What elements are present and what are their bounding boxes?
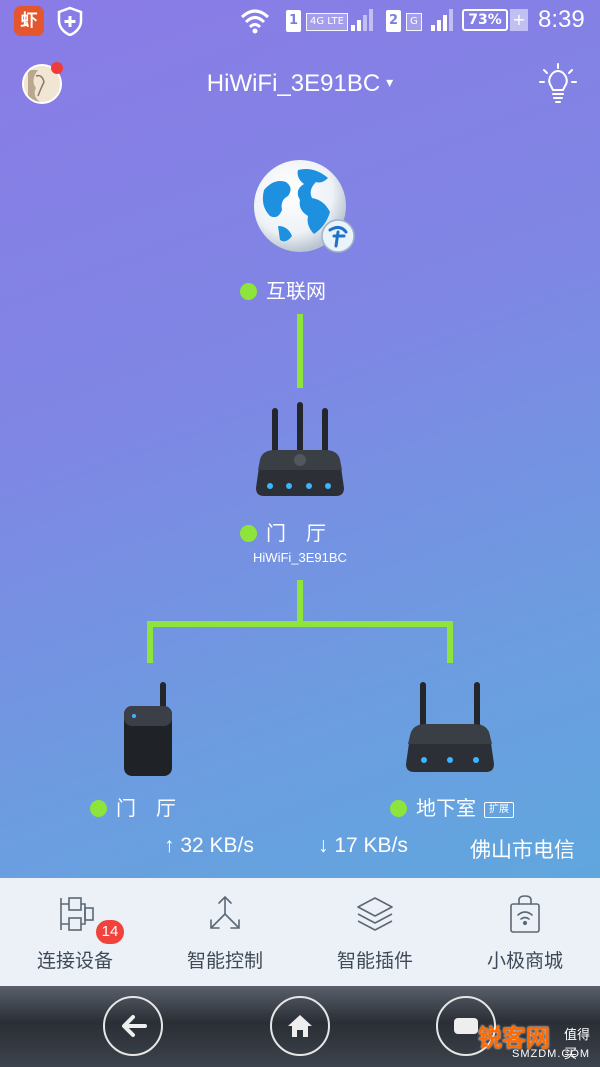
- status-dot: [90, 800, 107, 817]
- app-notification-icon: 虾: [14, 6, 44, 36]
- status-bar: 虾 1 4G LTE 2 G 73% + 8:39: [0, 0, 600, 42]
- internet-node-label: 互联网: [240, 275, 326, 304]
- wifi-icon: [240, 9, 270, 34]
- sim2-indicator: 2: [386, 10, 401, 32]
- smart-control-icon: [210, 895, 240, 929]
- sim1-network-type: 4G LTE: [306, 13, 348, 31]
- right-device-label: 地下室扩展: [390, 792, 514, 821]
- link-line: [147, 621, 453, 627]
- status-dot: [240, 525, 257, 542]
- main-router-ssid: HiWiFi_3E91BC: [253, 550, 347, 565]
- clock: 8:39: [538, 6, 585, 33]
- repeater-device-icon[interactable]: [120, 682, 176, 778]
- light-bulb-icon[interactable]: [538, 62, 578, 106]
- recent-apps-button[interactable]: [436, 996, 496, 1056]
- watermark: 锐客网 值得买 SMZDM.COM: [478, 1018, 600, 1067]
- internet-label-text: 互联网: [266, 279, 326, 303]
- shield-icon: [57, 6, 83, 36]
- system-nav-bar: [0, 986, 600, 1067]
- tab-label: 小极商城: [486, 950, 563, 972]
- sim2-network-type: G: [406, 13, 422, 31]
- left-device-label: 门 厅: [90, 792, 176, 821]
- expand-tag: 扩展: [484, 802, 514, 818]
- main-router-label: 门 厅: [240, 517, 326, 546]
- main-router-label-text: 门 厅: [266, 521, 326, 545]
- router-selector[interactable]: HiWiFi_3E91BC ▾: [0, 70, 600, 98]
- tab-label: 智能控制: [186, 950, 263, 972]
- upload-speed: ↑ 32 KB/s: [164, 834, 254, 857]
- sim1-indicator: 1: [286, 10, 301, 32]
- link-line: [297, 580, 303, 624]
- bottom-tab-bar: 14 连接设备 智能控制 智能插件: [0, 878, 600, 986]
- plugins-icon: [357, 897, 393, 931]
- right-device-label-text: 地下室: [416, 796, 476, 820]
- devices-icon: [60, 897, 94, 931]
- shop-icon: [510, 895, 540, 933]
- device-count-badge: 14: [96, 920, 124, 944]
- signal-strength-icon: [431, 9, 453, 31]
- chevron-down-icon: ▾: [386, 74, 394, 90]
- back-button[interactable]: [103, 996, 163, 1056]
- link-line: [147, 621, 153, 663]
- home-icon: [288, 1015, 312, 1037]
- tab-smart-control[interactable]: 智能控制: [150, 878, 300, 986]
- status-dot: [390, 800, 407, 817]
- isp-name: 佛山市电信: [470, 838, 575, 862]
- link-line: [297, 314, 303, 388]
- extender-router-icon[interactable]: [402, 678, 498, 776]
- signal-strength-icon: [351, 9, 373, 31]
- tab-connected-devices[interactable]: 14 连接设备: [0, 878, 150, 986]
- tab-smart-plugins[interactable]: 智能插件: [300, 878, 450, 986]
- tab-label: 智能插件: [336, 950, 413, 972]
- download-speed: ↓ 17 KB/s: [318, 834, 408, 857]
- tab-label: 连接设备: [36, 950, 113, 972]
- main-router-icon[interactable]: [252, 402, 348, 500]
- notification-dot: [51, 62, 63, 74]
- back-arrow-icon: [122, 1015, 147, 1037]
- left-device-label-text: 门 厅: [116, 796, 176, 820]
- router-name: HiWiFi_3E91BC: [206, 70, 381, 97]
- battery-level: 73%: [462, 9, 508, 31]
- tab-shop[interactable]: 小极商城: [450, 878, 600, 986]
- status-dot: [240, 283, 257, 300]
- recent-apps-icon: [454, 1018, 478, 1034]
- watermark-domain: SMZDM.COM: [512, 1048, 591, 1060]
- watermark-main-text: 锐客网: [478, 1024, 550, 1052]
- link-line: [447, 621, 453, 663]
- internet-globe-icon[interactable]: [250, 160, 358, 256]
- home-button[interactable]: [270, 996, 330, 1056]
- charging-icon: +: [510, 9, 528, 31]
- watermark-side-text: 值得买: [564, 1028, 591, 1062]
